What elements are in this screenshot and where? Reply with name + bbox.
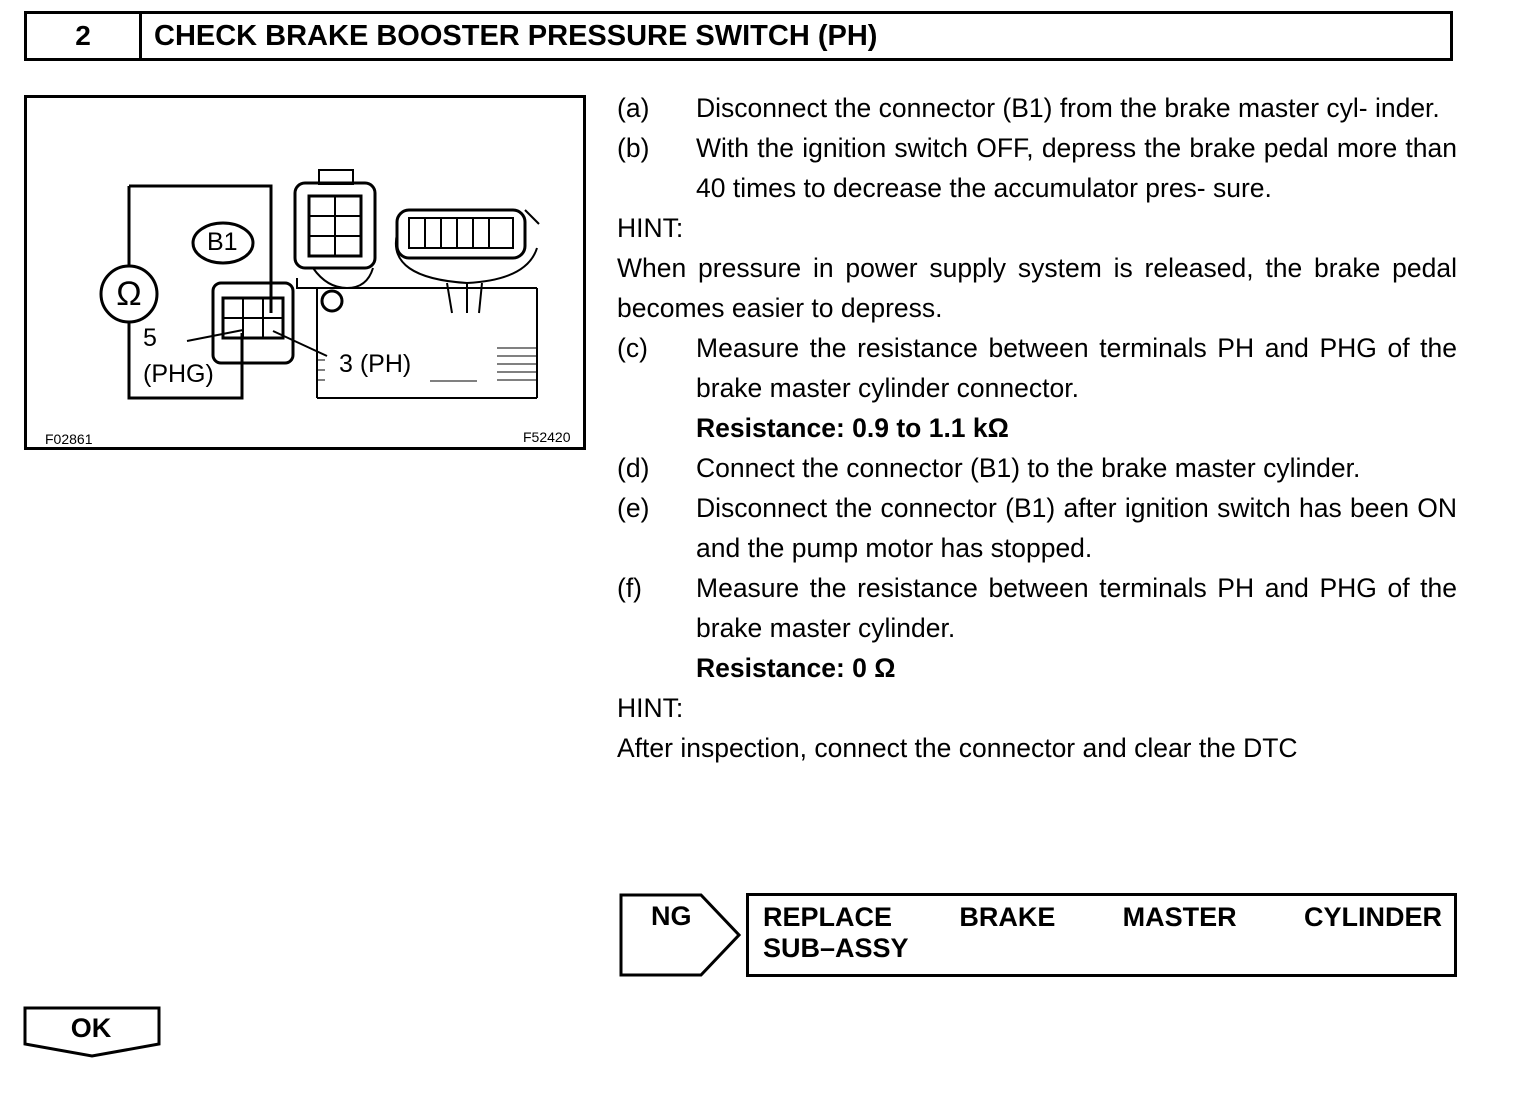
step-f: (f) Measure the resistance between termi…	[617, 568, 1457, 648]
hint-text: After inspection, connect the connector …	[617, 733, 1298, 763]
action-line-1: REPLACE BRAKE MASTER CYLINDER	[763, 902, 1442, 932]
step-text: With the ignition switch OFF, depress th…	[696, 133, 1457, 203]
ok-result-tab[interactable]: OK	[23, 1006, 161, 1058]
figure-code-left: F02861	[45, 431, 93, 447]
step-d: (d) Connect the connector (B1) to the br…	[617, 448, 1457, 488]
ng-result-arrow[interactable]: NG	[619, 893, 741, 977]
section-header: 2 CHECK BRAKE BOOSTER PRESSURE SWITCH (P…	[24, 11, 1453, 61]
resistance-spec-f: Resistance: 0 Ω	[696, 653, 896, 683]
step-text: Connect the connector (B1) to the brake …	[696, 453, 1361, 483]
section-title: CHECK BRAKE BOOSTER PRESSURE SWITCH (PH)	[154, 19, 878, 52]
action-line-2: SUB–ASSY	[763, 933, 909, 963]
arrow-down-icon	[23, 1006, 161, 1058]
resistance-spec-c: Resistance: 0.9 to 1.1 kΩ	[696, 413, 1009, 443]
connector-drawing	[99, 169, 540, 400]
step-text: Measure the resistance between terminals…	[696, 333, 1457, 403]
hint-label: HINT:	[617, 693, 684, 723]
pin5-label: 5	[143, 324, 157, 352]
step-text: Measure the resistance between terminals…	[696, 573, 1457, 643]
figure-code-right: F52420	[523, 429, 571, 445]
pin5-name: (PHG)	[143, 360, 214, 388]
step-b: (b) With the ignition switch OFF, depres…	[617, 128, 1457, 208]
step-a: (a) Disconnect the connector (B1) from t…	[617, 88, 1457, 128]
procedure-text: (a) Disconnect the connector (B1) from t…	[617, 88, 1457, 768]
step-text: Disconnect the connector (B1) from the b…	[696, 93, 1440, 123]
step-marker: (a)	[617, 93, 650, 123]
step-e: (e) Disconnect the connector (B1) after …	[617, 488, 1457, 568]
arrow-right-icon	[619, 893, 741, 977]
step-marker: (d)	[617, 453, 650, 483]
connector-b1-label: B1	[207, 228, 238, 256]
pin3-label: 3 (PH)	[339, 350, 412, 378]
ng-label: NG	[651, 901, 692, 931]
step-text: Disconnect the connector (B1) after igni…	[696, 493, 1457, 563]
step-marker: (c)	[617, 333, 648, 363]
step-marker: (b)	[617, 133, 650, 163]
step-number: 2	[27, 14, 142, 58]
ng-action-box: REPLACE BRAKE MASTER CYLINDER SUB–ASSY	[746, 893, 1457, 977]
hint-label: HINT:	[617, 213, 684, 243]
ok-label: OK	[70, 1013, 112, 1043]
connector-illustration: Ω B1 5 (PHG) 3 (PH) F02861 F52420	[24, 95, 586, 450]
step-marker: (f)	[617, 573, 643, 603]
step-marker: (e)	[617, 493, 650, 523]
ohm-symbol: Ω	[116, 275, 142, 313]
step-c: (c) Measure the resistance between termi…	[617, 328, 1457, 408]
hint-text: When pressure in power supply system is …	[617, 253, 1457, 323]
